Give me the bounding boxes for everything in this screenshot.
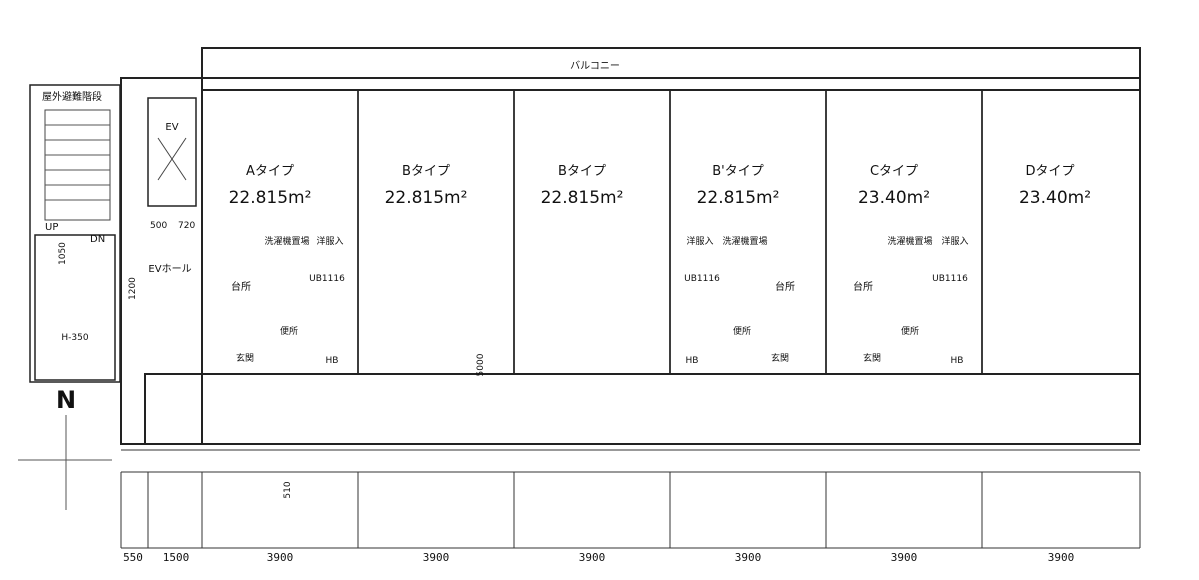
unit-d: Dタイプ 23.40m² [981,89,1141,375]
unit-type-label: Dタイプ [1025,164,1074,179]
dim-label: 3900 [423,551,450,564]
unit-area-label: 22.815m² [229,188,312,208]
dim-label: 3900 [267,551,294,564]
stairs-dim-label: 1050 [58,242,68,265]
bath-label: UB1116 [309,274,345,284]
entrance-label: 玄関 [863,352,881,364]
north-arrow: N [18,386,112,510]
unit-type-label: Cタイプ [870,164,918,179]
dim-label: 550 [123,551,143,564]
balcony-label: バルコニー [570,60,620,72]
toilet-label: 便所 [733,325,751,337]
hb-label: HB [951,356,964,366]
dn-label: DN [90,234,105,245]
stair-dim: 1200 [128,277,138,300]
toilet-label: 便所 [280,325,298,337]
unit-area-label: 22.815m² [697,188,780,208]
washer-label: 洗濯機置場 [887,235,932,247]
lower-corridor [120,449,1141,549]
unit-type-label: B'タイプ [712,164,764,179]
unit-type-label: Bタイプ [558,164,606,179]
unit-area-label: 23.40m² [858,188,930,208]
kitchen-label: 台所 [775,280,795,293]
washer-label: 洗濯機置場 [722,235,767,247]
unit-area-label: 23.40m² [1019,188,1091,208]
hb-label: HB [686,356,699,366]
unit-area-label: 22.815m² [385,188,468,208]
unit-area-label: 22.815m² [541,188,624,208]
unit-type-label: Aタイプ [246,164,294,179]
dim-label: 1500 [163,551,190,564]
washer-label: 洗濯機置場 [264,235,309,247]
stair-note: H-350 [61,333,88,343]
north-label: N [56,386,76,414]
dim-label: 3900 [735,551,762,564]
unit-c: Cタイプ 23.40m² 台所 UB1116 便所 玄関 HB 洋服入 洗濯機置… [825,89,983,375]
closet-label: 洋服入 [686,235,713,247]
entrance-label: 玄関 [236,352,254,364]
entrance-label: 玄関 [771,352,789,364]
hb-label: HB [326,356,339,366]
closet-label: 洋服入 [941,235,968,247]
outdoor-stairs: 屋外避難階段 UP DN 1050 H-350 [29,84,121,383]
room-depth-dim: 510 [283,481,293,498]
dim-label: 3900 [1048,551,1075,564]
dim-label: 3900 [579,551,606,564]
outdoor-stairs-label: 屋外避難階段 [42,90,102,103]
ev-dim-1: 500 [150,221,167,231]
unit-b-2: Bタイプ 22.815m² [513,89,671,375]
dim-label: 3900 [891,551,918,564]
elevator-label: EV [165,122,178,133]
up-label: UP [45,222,58,233]
bath-label: UB1116 [684,274,720,284]
kitchen-label: 台所 [231,280,251,293]
unit-type-label: Bタイプ [402,164,450,179]
unit-b-1: Bタイプ 22.815m² [357,89,515,375]
unit-a: Aタイプ 22.815m² 台所 UB1116 便所 玄関 HB 洋服入 洗濯機… [201,89,359,375]
kitchen-label: 台所 [853,280,873,293]
elevator-core: EV EVホール 500 720 1200 [128,97,197,300]
toilet-label: 便所 [901,325,919,337]
ev-hall-label: EVホール [148,263,191,275]
bottom-dimensions: 550 1500 3900 3900 3900 3900 3900 3900 [123,551,1074,564]
closet-label: 洋服入 [316,235,343,247]
bath-label: UB1116 [932,274,968,284]
ev-dim-2: 720 [178,221,195,231]
unit-b-prime: B'タイプ 22.815m² 台所 UB1116 便所 玄関 HB 洋服入 洗濯… [669,89,827,375]
corridor-dim: 5000 [476,353,486,376]
